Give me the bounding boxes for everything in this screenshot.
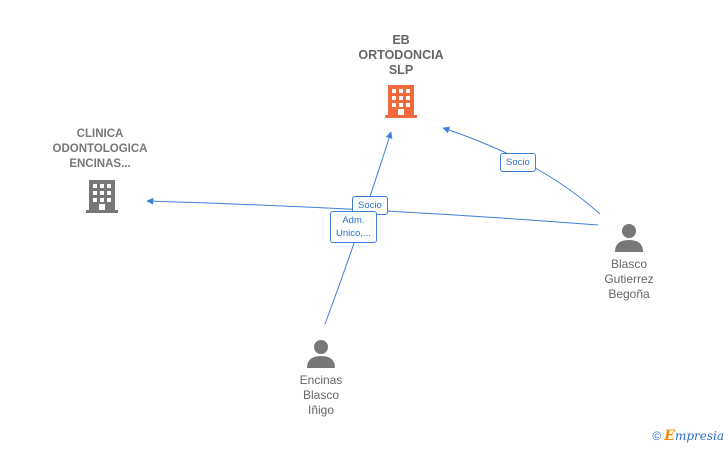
copyright-symbol: © (652, 429, 662, 443)
node-label-eb-ortodoncia[interactable]: EB ORTODONCIA SLP (358, 33, 444, 77)
person-icon[interactable] (614, 222, 644, 252)
node-label-encinas[interactable]: Encinas Blasco Iñigo (299, 373, 343, 417)
building-icon[interactable] (385, 83, 417, 119)
node-label-blasco[interactable]: Blasco Gutierrez Begoña (604, 257, 654, 301)
edge-label-adm-unico[interactable]: Adm. Unico,... (330, 211, 377, 243)
node-label-clinica[interactable]: CLINICA ODONTOLOGICA ENCINAS... (52, 128, 148, 170)
brand-name: mpresia (674, 429, 724, 443)
brand-initial: E (664, 428, 675, 444)
person-icon[interactable] (306, 338, 336, 368)
empresia-logo: ©Empresia (652, 428, 724, 444)
building-icon[interactable] (86, 178, 118, 214)
edge-label-socio-eb[interactable]: Socio (500, 153, 536, 172)
